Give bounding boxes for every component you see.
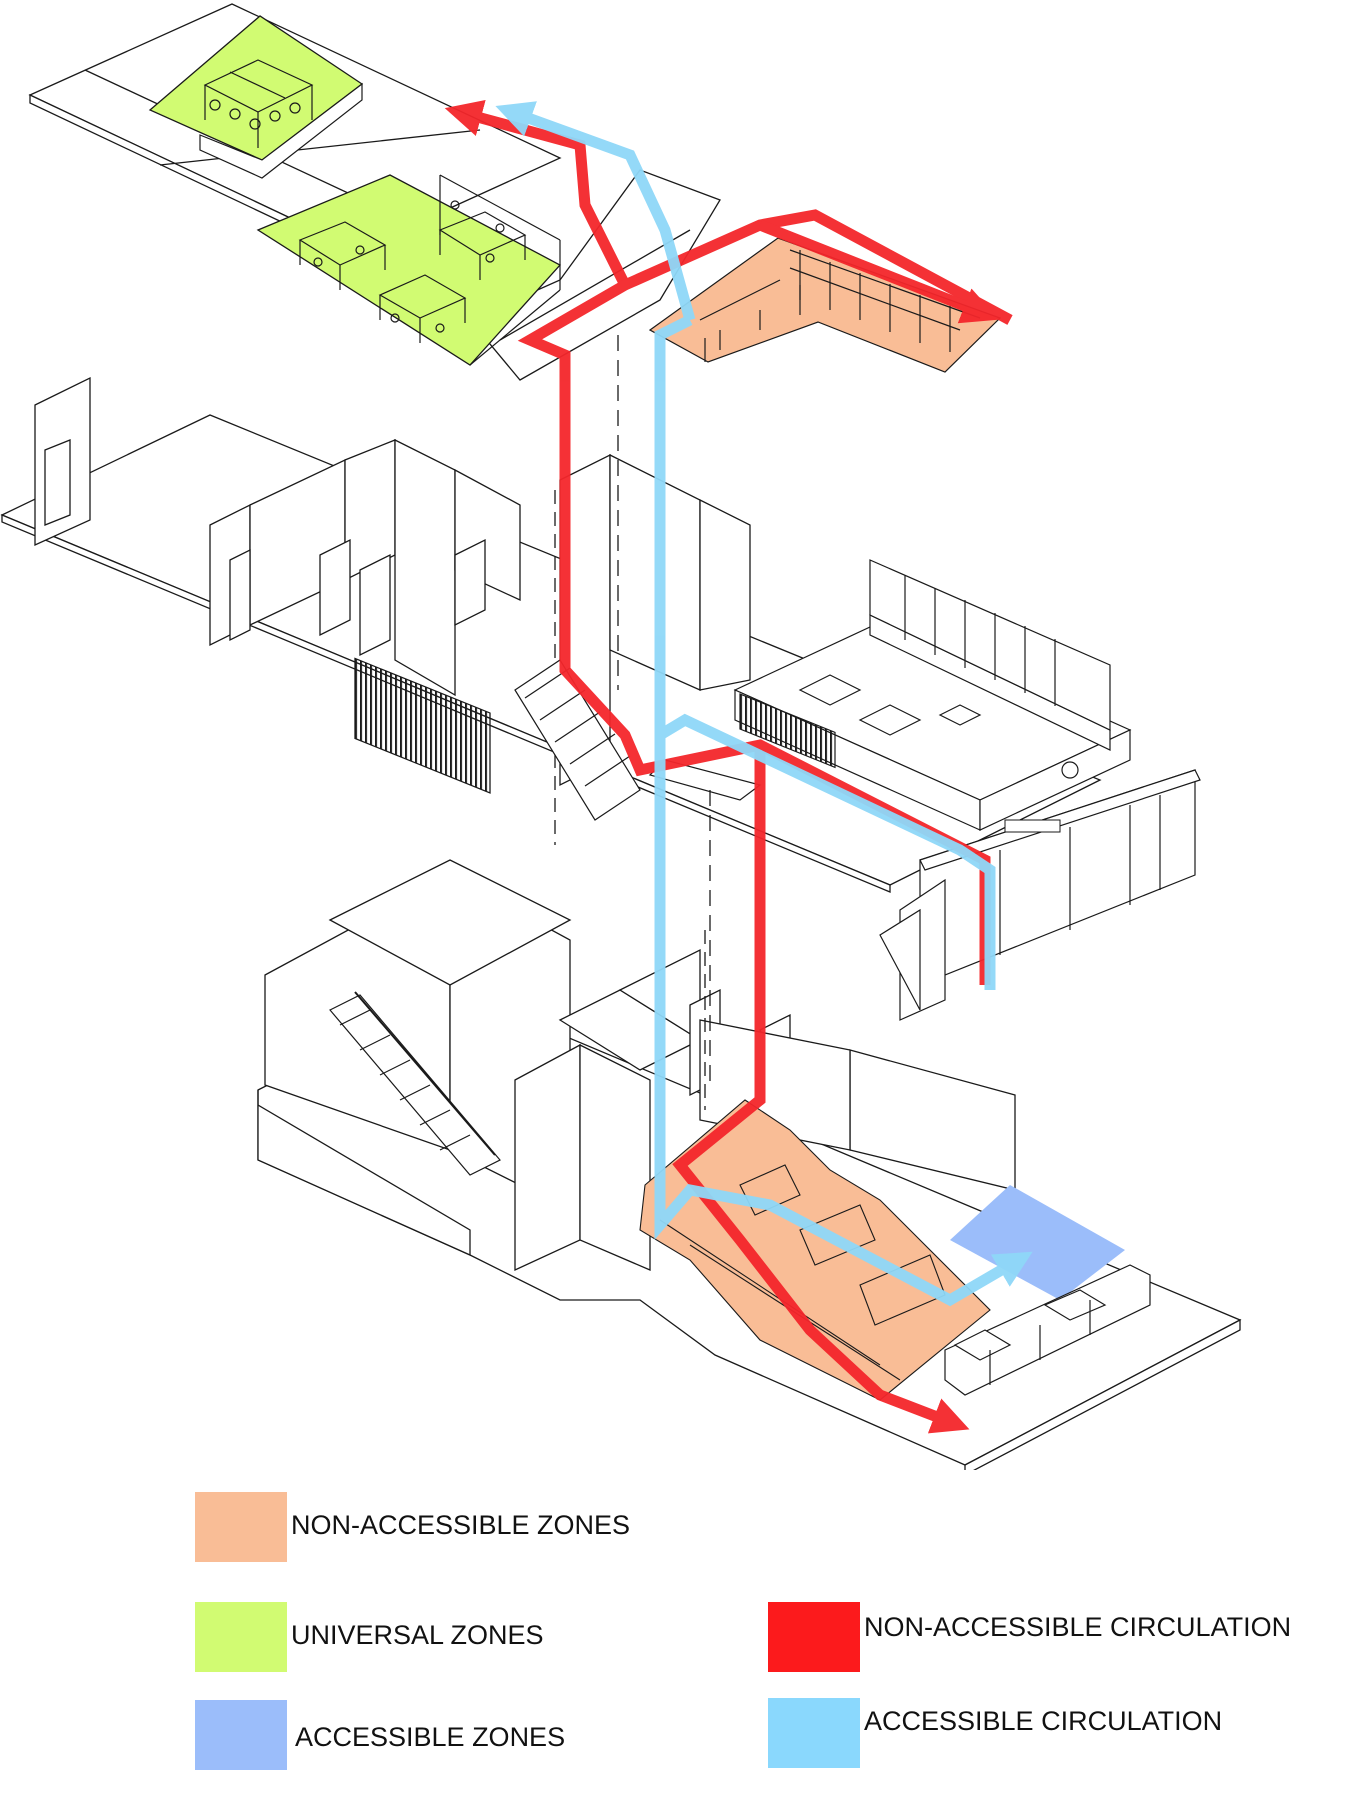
non-accessible-route-down <box>672 745 970 1434</box>
exploded-axonometric-diagram <box>0 3 1242 1470</box>
legend-swatch <box>195 1492 287 1562</box>
middle-level-stair <box>514 659 762 821</box>
vertical-alignment-lines <box>617 335 711 1085</box>
kitchen-block <box>733 559 1132 831</box>
accessible-route-main <box>654 315 996 990</box>
legend-swatch <box>195 1602 287 1672</box>
legend-label: NON-ACCESSIBLE CIRCULATION <box>864 1612 1292 1642</box>
accessible-route-down <box>654 735 1033 1307</box>
lower-level-stair <box>329 991 501 1176</box>
legend-swatch <box>195 1700 287 1770</box>
accessible-circulation-path <box>495 101 1033 1307</box>
legend-label: UNIVERSAL ZONES <box>291 1620 544 1650</box>
legend-label: ACCESSIBLE CIRCULATION <box>864 1706 1223 1736</box>
universal-zone-workspace <box>256 174 562 366</box>
legend-swatch <box>768 1698 860 1768</box>
universal-zone-meeting-room <box>148 15 364 179</box>
middle-level-walls <box>34 376 751 845</box>
accessible-zone-terrace <box>950 1185 1125 1300</box>
legend-swatch <box>768 1602 860 1672</box>
non-accessible-zone-bar-counter <box>648 237 1002 373</box>
accessible-route-up <box>495 101 696 322</box>
non-accessible-route-right <box>757 219 1000 324</box>
lower-kitchen <box>944 1264 1151 1396</box>
legend-label: ACCESSIBLE ZONES <box>295 1722 566 1752</box>
legend-label: NON-ACCESSIBLE ZONES <box>291 1510 631 1540</box>
